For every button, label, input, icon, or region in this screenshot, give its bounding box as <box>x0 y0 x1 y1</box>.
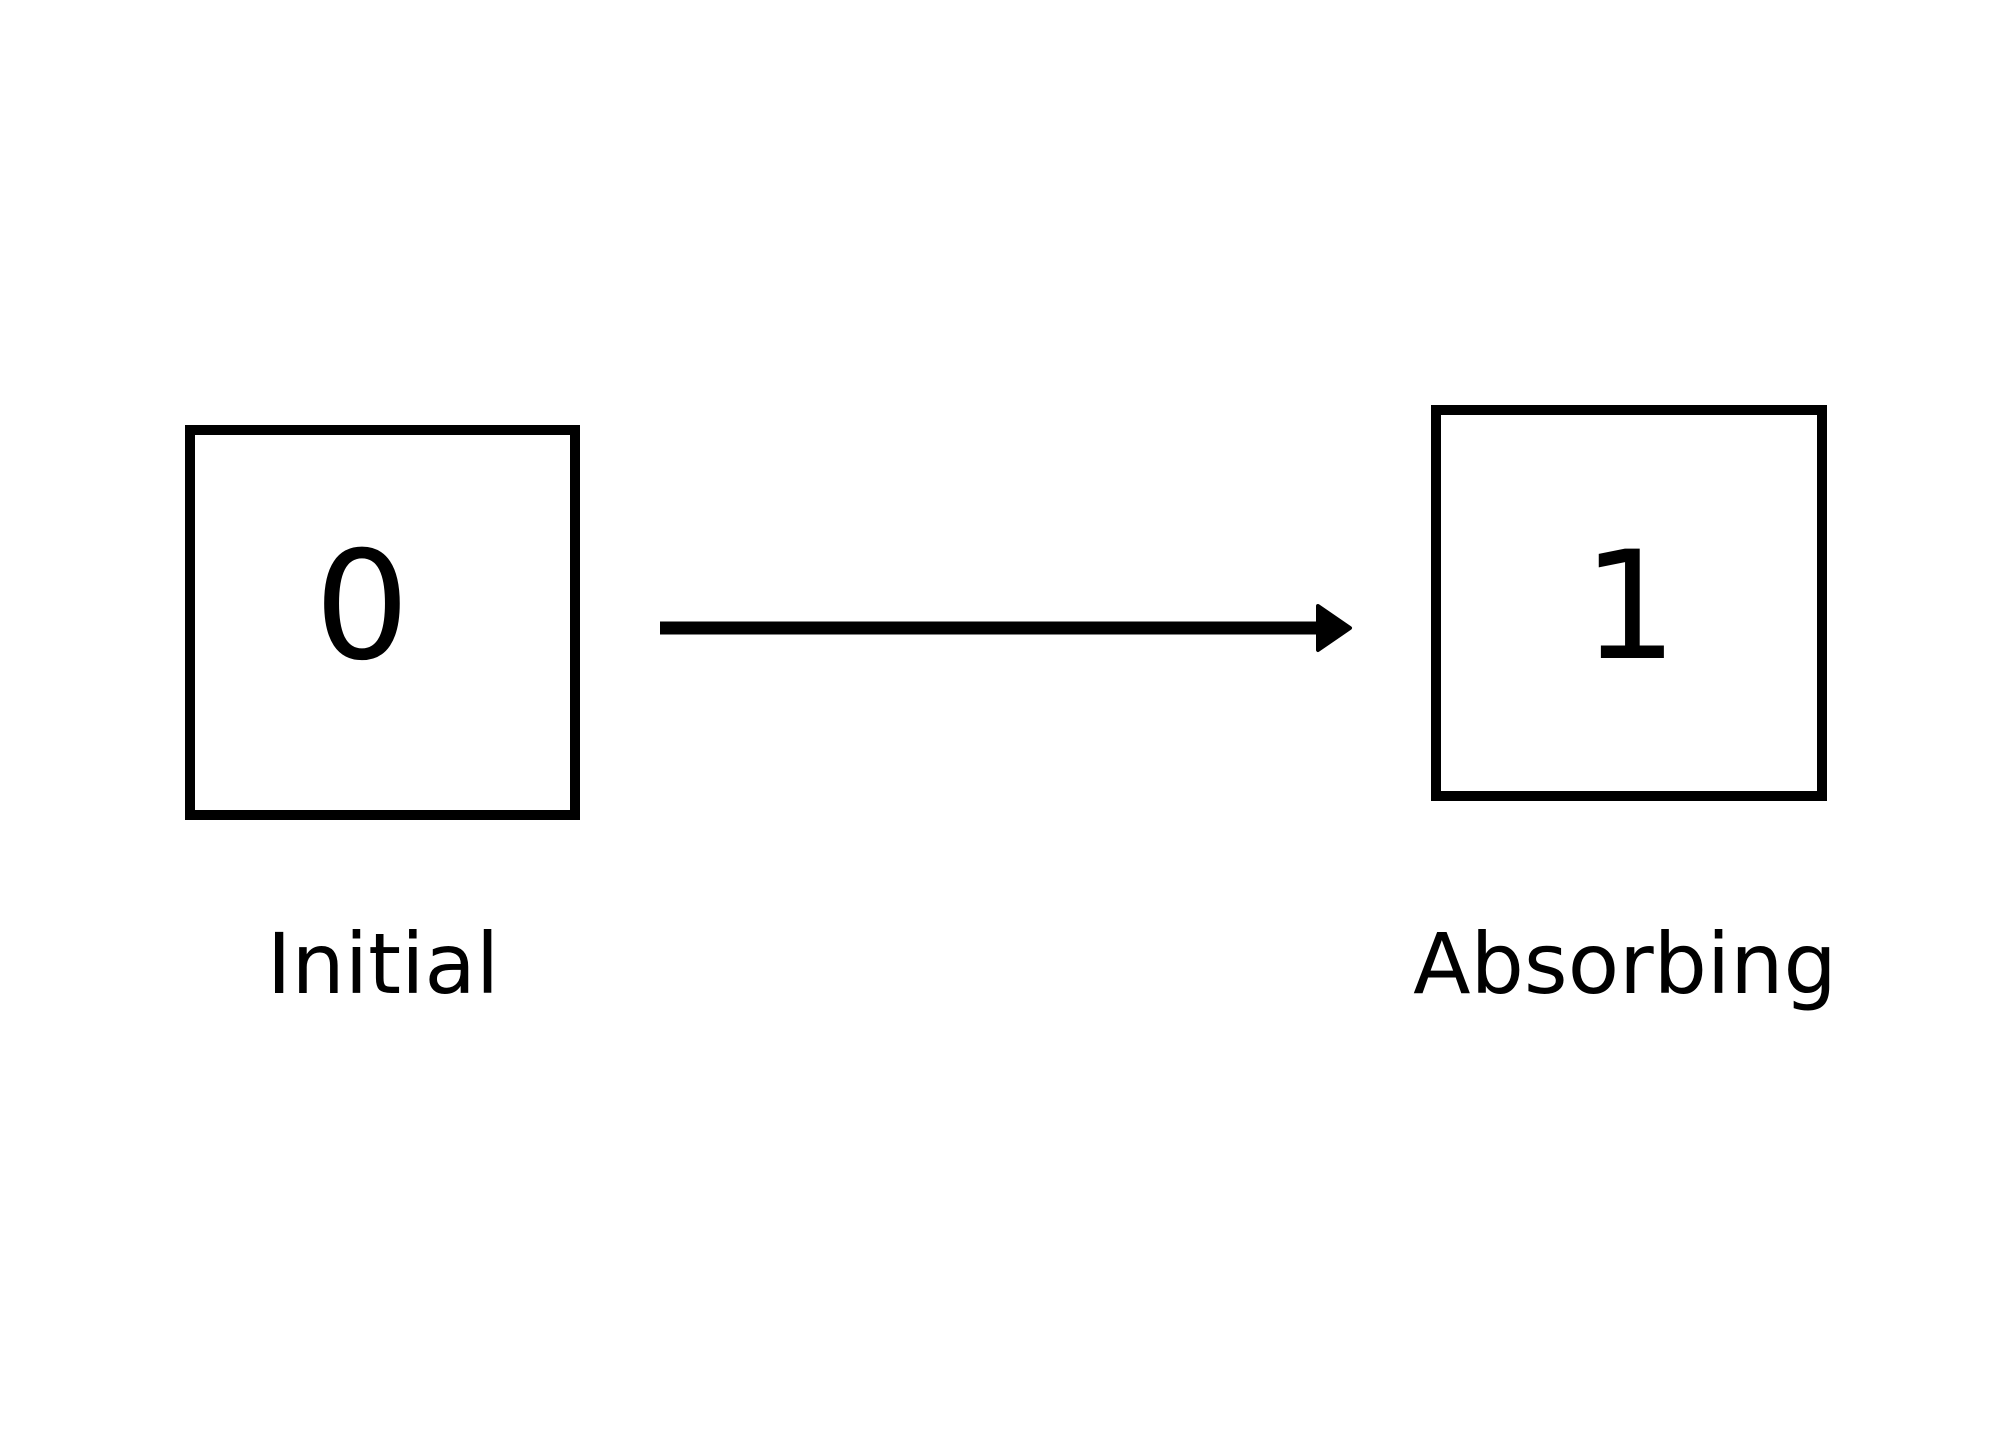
state-caption-initial: Initial <box>267 915 499 1013</box>
arrow-head-icon <box>1316 604 1352 652</box>
state-caption-absorbing: Absorbing <box>1413 915 1837 1013</box>
state-box-1 <box>1431 405 1827 801</box>
transition-arrow <box>660 604 1352 652</box>
state-node-0: 0 <box>185 425 580 820</box>
state-number-1: 1 <box>1582 520 1677 694</box>
state-node-1: 1 <box>1431 405 1827 801</box>
state-number-0: 0 <box>314 520 409 694</box>
state-box-0 <box>185 425 580 820</box>
